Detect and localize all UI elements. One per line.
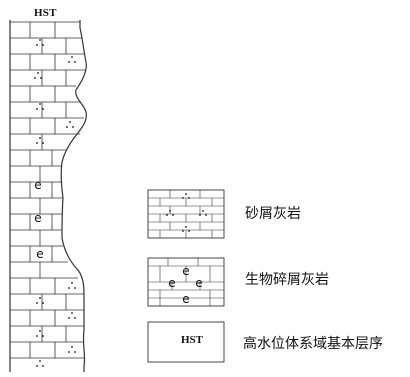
legend-symbol-hst-box [147,321,225,363]
legend-label-bioclastic-limestone: 生物碎屑灰岩 [245,272,329,288]
column-bed-lines [10,21,86,359]
legend-hst-symbol-text: HST [180,334,203,346]
legend-label-hst-sequence: 高水位体系域基本层序 [243,336,383,352]
svg-text:e: e [34,178,41,192]
svg-text:e: e [182,292,189,306]
svg-text:e: e [195,276,202,290]
legend-symbol-bioclastic-limestone: e e e e [147,257,225,307]
column-grain-dots [34,39,76,367]
svg-text:e: e [182,264,189,278]
svg-text:e: e [34,211,41,225]
legend-symbol-calcarenite [147,189,225,239]
stratigraphic-column: e e e [9,20,87,372]
legend-label-calcarenite: 砂屑灰岩 [245,206,301,222]
column-weathering-profile [60,20,87,372]
svg-text:e: e [36,247,43,261]
column-title: HST [34,7,57,19]
column-bioclast-symbols: e e e [34,178,43,261]
svg-text:e: e [168,276,175,290]
column-brick-joints [29,22,67,358]
